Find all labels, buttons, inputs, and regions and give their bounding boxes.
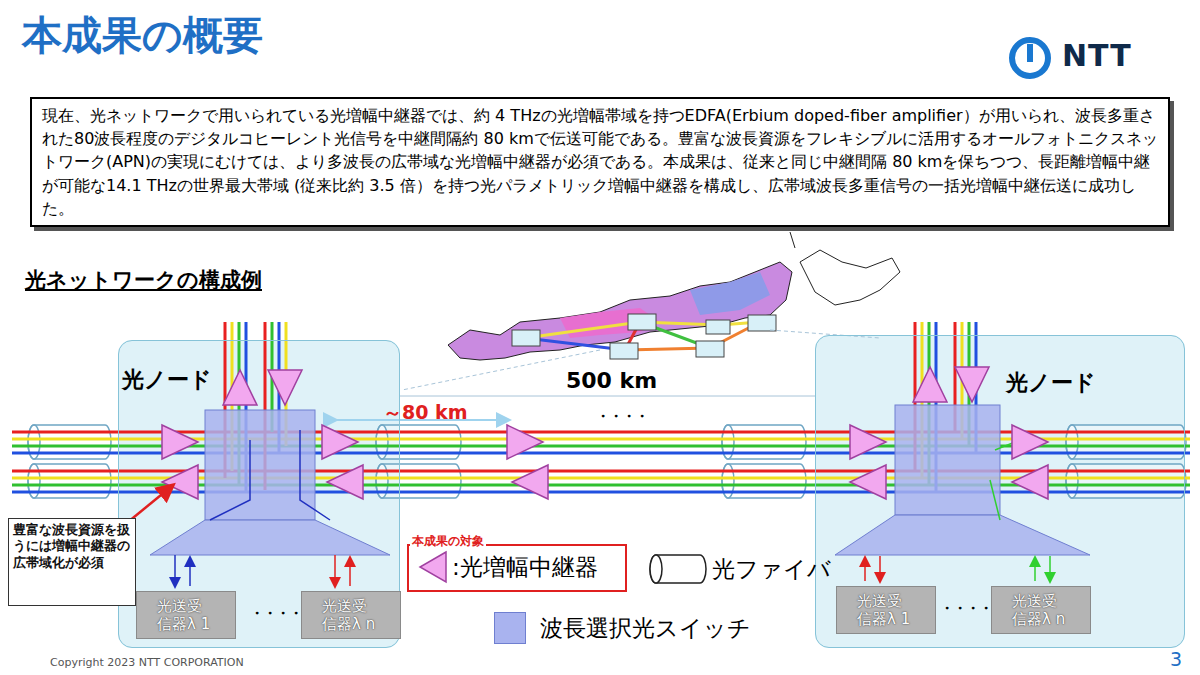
node-text: 豊富な波長資源を扱うには増幅中継器の広帯域化が必須 [13,522,131,571]
transceiver-box: 光送受信器λ n [991,586,1091,634]
wavelength-switch [835,515,1090,555]
add-drop-lines [175,430,1050,586]
japan-map [610,343,638,359]
summary-box: 現在、光ネットワークで用いられている光増幅中継器では、約 4 THzの光増幅帯域… [30,97,1170,227]
add-drop-lines [1034,558,1036,581]
add-drop-lines [1049,556,1051,581]
legend-sample [418,550,448,584]
optical-amplifier [850,425,886,459]
node-text: 光送受信器λ 1 [857,592,915,628]
japan-map [560,308,660,338]
page-number: 3 [1170,648,1182,670]
transceiver-box: 光送受信器λ n [301,591,401,639]
node-text: 光送受信器λ n [1012,592,1070,628]
node-text: 光ノード [122,365,212,395]
fiber-cylinders [28,425,1186,498]
wavelength-lines [12,322,1190,492]
node-text: 光送受信器λ 1 [157,597,215,633]
add-drop-lines [210,430,330,520]
optical-amplifier [507,425,543,459]
optical-amplifier [913,367,947,402]
distance-label: 500 km [566,368,657,393]
add-drop-lines [189,558,191,586]
copyright: Copyright 2023 NTT CORPORATION [50,656,244,669]
japan-map [512,330,540,346]
ellipsis: ・・・・ [250,605,302,623]
logo-mark [1027,44,1033,62]
japan-map [448,262,792,360]
optical-amplifier [512,465,548,499]
optical-amplifier [1012,465,1048,499]
ellipsis: ・・・・ [940,600,992,618]
legend-item: 光ファイバ [648,552,831,586]
legend-text: :光増幅中継器 [452,552,598,583]
legend-text: 波長選択光スイッチ [540,613,751,644]
japan-map [800,250,900,305]
japan-map [512,314,776,359]
legend-item: 波長選択光スイッチ [494,612,751,644]
japan-map [402,232,900,390]
optical-amplifier [162,425,198,459]
legend-sample [650,555,662,583]
ellipsis: ・・・・ [596,408,648,426]
wavelength-switch [895,405,1000,515]
legend-sample [420,552,446,582]
add-drop-lines [349,558,351,586]
optical-amplifier [162,367,1048,499]
japan-map [690,272,770,315]
legend-heading: 本成果の対象 [410,533,486,550]
node-text: 現在、光ネットワークで用いられている光増幅中継器では、約 4 THzの光増幅帯域… [42,104,1158,220]
optical-amplifier [162,465,198,499]
optical-amplifier [1012,425,1048,459]
japan-map [696,341,724,357]
wavelength-switch [150,405,1090,555]
legend-sample [648,552,708,586]
optical-amplifier [327,465,363,499]
callout-leader [128,486,172,522]
transceiver-box: 光送受信器λ 1 [136,591,236,639]
optical-amplifier [955,367,989,402]
distance-label: ～80 km [383,400,468,426]
japan-map [628,314,656,330]
legend-sample [418,550,448,584]
span-line [400,396,815,397]
optical-node: 光ノード光送受信器λ 1 光送受信器λ n [118,340,400,648]
node-text: 光送受信器λ n [322,597,380,633]
optical-amplifier [322,425,358,459]
japan-map [748,315,776,331]
wavelength-switch [150,520,390,555]
node-fill [118,340,400,648]
section-heading: 光ネットワークの構成例 [25,266,262,294]
japan-map [706,320,730,334]
legend-sample [648,552,708,586]
wavelength-switch [205,410,315,520]
optical-amplifier [223,370,257,405]
optical-amplifier [268,370,302,405]
logo-mark [1012,40,1048,76]
add-drop-lines [864,558,866,581]
optical-amplifier [850,465,886,499]
transceiver-box: 光送受信器λ 1 [836,586,936,634]
callout-box: 豊富な波長資源を扱うには増幅中継器の広帯域化が必須 [8,518,136,606]
logo-mark [1012,40,1048,76]
add-drop-lines [174,555,176,586]
legend-frame [408,545,626,591]
add-drop-lines [879,556,881,581]
legend-sample [650,555,706,583]
legend-swatch [494,612,526,644]
logo-text: NTT [1062,38,1132,73]
add-drop-lines [334,555,336,586]
slide-title: 本成果の概要 [22,8,263,63]
legend-item: :光増幅中継器 [418,550,598,584]
optical-node: 光ノード光送受信器λ 1 光送受信器λ n [815,335,1185,648]
japan-map [790,232,795,248]
node-text: 光ノード [1006,368,1096,398]
legend-text: 光ファイバ [712,554,831,585]
